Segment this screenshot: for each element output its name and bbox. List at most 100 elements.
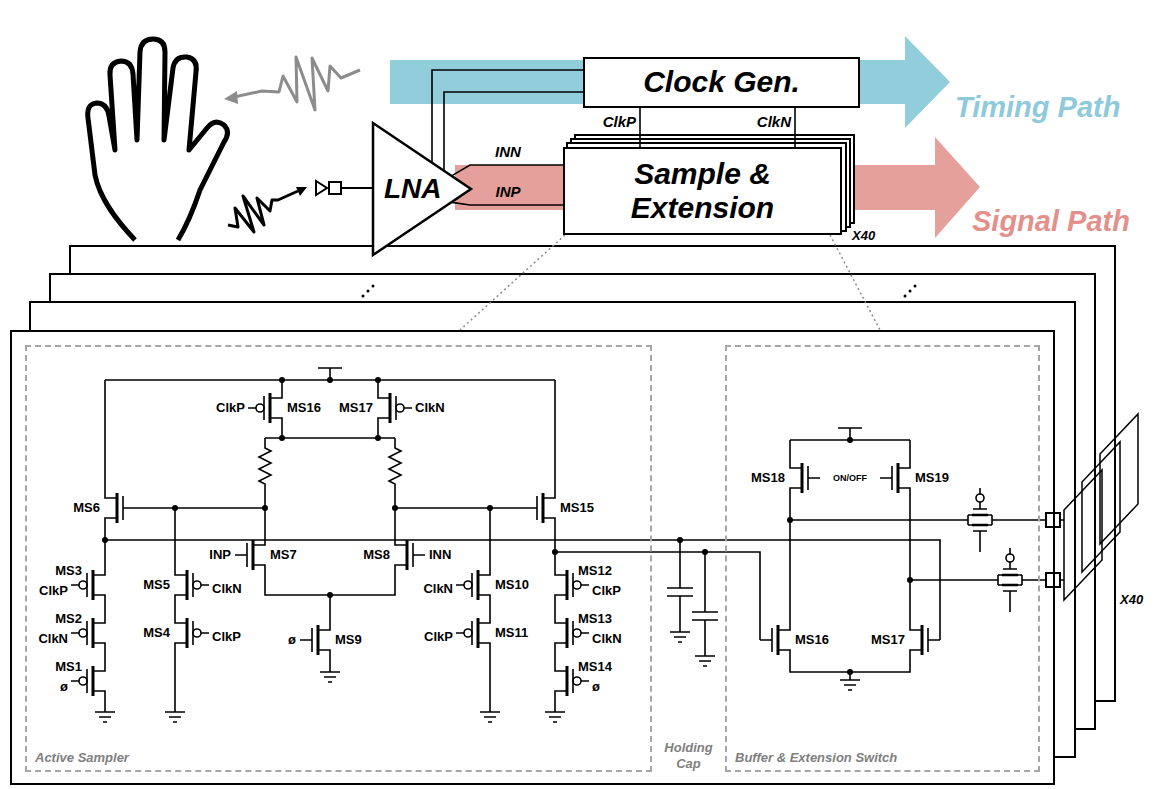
node-title: Sample & Extension	[588, 157, 818, 226]
signal-label: ClkN	[423, 582, 453, 597]
nmos-symbol	[910, 616, 940, 664]
pmos-symbol	[175, 609, 209, 657]
triangle-outline	[373, 123, 471, 255]
transistor-label: MS9	[335, 633, 362, 648]
count-label: X40	[1120, 593, 1143, 608]
zoom-leader-line	[830, 235, 880, 330]
process-box: Clock Gen.	[583, 57, 860, 108]
transistor-label: MS4	[143, 626, 170, 641]
ground-symbol	[840, 680, 860, 690]
transistor-label: MS7	[270, 548, 297, 563]
transistor-label: MS1	[55, 660, 82, 675]
clock-wire	[639, 108, 641, 148]
pmos-symbol	[378, 384, 412, 432]
wave-arrowhead	[296, 187, 307, 196]
signal-label: ClkN	[415, 401, 445, 416]
pmos-symbol	[456, 609, 490, 657]
hand-illustration	[88, 39, 228, 240]
signal-label: ClkN	[757, 113, 791, 130]
output-pin	[1046, 573, 1060, 587]
amplifier-triangle: LNA	[372, 122, 472, 256]
ground-symbol	[165, 712, 185, 722]
transistor-label: MS16	[795, 633, 829, 648]
panel-ground	[10, 330, 1055, 785]
region-label: Active Sampler	[35, 750, 129, 765]
buffer-wire	[790, 428, 1046, 680]
transistor-label: MS15	[560, 501, 594, 516]
antenna-port	[329, 182, 341, 194]
nmos-symbol	[790, 454, 820, 502]
path-label: Signal Path	[972, 205, 1130, 238]
transistor-label: MS18	[751, 471, 785, 486]
transistor-label: MS8	[363, 548, 390, 563]
signal-label: INP	[495, 183, 520, 200]
output-plane	[1100, 414, 1138, 544]
switch-channel	[972, 515, 1018, 585]
signal-label: INN	[429, 548, 451, 563]
region-label: Buffer & Extension Switch	[735, 750, 897, 765]
control-label: ON/OFF	[833, 473, 867, 483]
signal-label: ClkN	[212, 582, 242, 597]
ground-symbol	[695, 656, 715, 666]
signal-wire	[452, 165, 563, 176]
signal-label: ClkN	[38, 632, 68, 647]
switch-symbol	[968, 488, 1022, 612]
gate-bubble	[976, 494, 984, 502]
transistor-label: MS10	[495, 578, 529, 593]
transistor-label: MS16	[287, 401, 321, 416]
transistor-label: MS5	[143, 578, 170, 593]
circuit-panel: Holding Cap Active Sampler Buffer & Extens…	[10, 330, 1055, 785]
transistor-label: MS13	[578, 612, 612, 627]
node-title: Clock Gen.	[643, 65, 800, 100]
signal-label: ClkP	[592, 584, 621, 599]
transistor-label: MS19	[915, 471, 949, 486]
signal-label: ClkP	[424, 630, 453, 645]
transistor-label: MS11	[495, 626, 528, 641]
transistor-label: MS17	[339, 401, 373, 416]
nmos-symbol	[235, 531, 265, 579]
ground-symbol	[670, 632, 690, 642]
clock-wire	[794, 108, 796, 148]
process-box: Sample & Extension	[563, 147, 842, 235]
signal-label: INN	[495, 143, 521, 160]
ground-symbol	[95, 712, 115, 722]
signal-label: ø	[592, 680, 600, 695]
signal-wire	[432, 70, 583, 162]
transistor-label: MS6	[73, 501, 100, 516]
antenna-symbol	[316, 181, 327, 195]
signal-label: ClkN	[592, 632, 622, 647]
circuit-wire	[105, 368, 940, 712]
nmos-symbol	[880, 454, 910, 502]
ellipsis-dots	[362, 285, 917, 298]
signal-label: INP	[209, 548, 231, 563]
ground-symbol	[545, 712, 565, 722]
output-plane	[1064, 470, 1102, 600]
gate-bubble	[1006, 554, 1014, 562]
transistor-label: MS12	[578, 564, 612, 579]
wave-arrowhead	[224, 91, 238, 104]
nmos-symbol	[300, 616, 330, 664]
pmos-symbol	[175, 561, 209, 609]
signal-wire	[452, 202, 563, 205]
antenna-wire	[341, 187, 372, 189]
ground-symbol	[320, 672, 340, 682]
reflected-wave	[234, 57, 360, 110]
pmos-symbol	[456, 561, 490, 609]
node-title: LNA	[384, 173, 442, 205]
junction-dots	[102, 377, 913, 675]
zoom-leader-line	[460, 235, 565, 330]
nmos-symbol	[105, 484, 135, 532]
signal-label: ClkP	[212, 630, 241, 645]
ground-symbol	[480, 712, 500, 722]
dashed-region: Buffer & Extension Switch	[725, 345, 1040, 772]
transistor-label: MS3	[55, 564, 82, 579]
transistor-label: MS14	[578, 660, 612, 675]
signal-label: ClkP	[216, 401, 245, 416]
received-wave	[228, 191, 298, 232]
signal-path-arrow	[455, 137, 980, 238]
count-label: X40	[852, 229, 875, 244]
nmos-symbol	[395, 531, 425, 579]
region-label: Holding Cap	[652, 740, 725, 773]
transistor-label: MS17	[871, 633, 905, 648]
